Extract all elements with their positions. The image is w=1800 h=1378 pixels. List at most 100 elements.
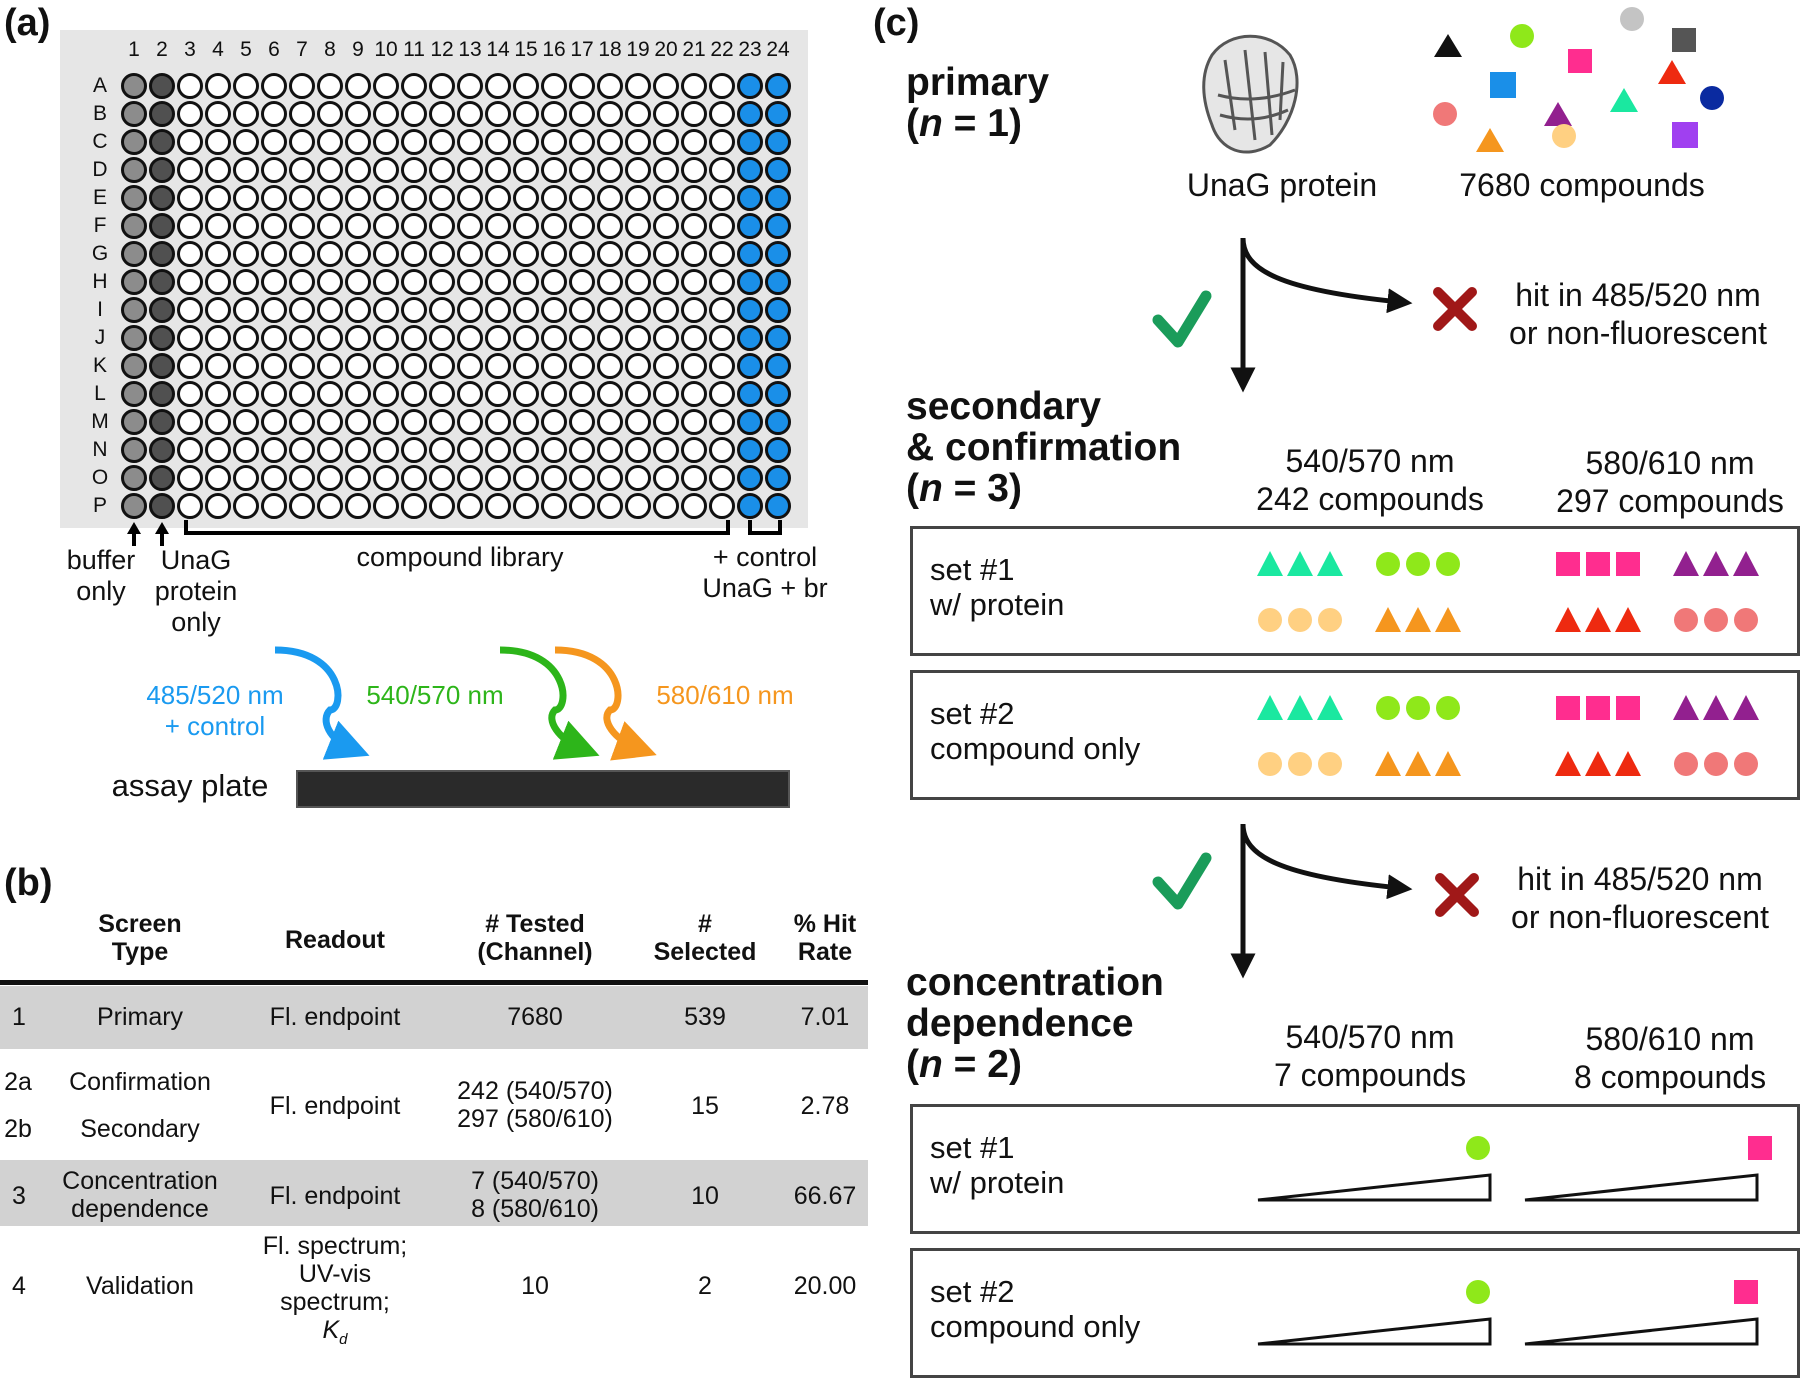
plate-well bbox=[541, 157, 567, 183]
plate-well bbox=[653, 353, 679, 379]
row4-type: Validation bbox=[86, 1272, 194, 1300]
circle-gray bbox=[1620, 7, 1644, 31]
compound-marker bbox=[1318, 608, 1342, 632]
compound-marker bbox=[1586, 696, 1610, 720]
plate-well bbox=[653, 185, 679, 211]
plate-well bbox=[513, 297, 539, 323]
plate-well bbox=[737, 129, 763, 155]
compound-marker bbox=[1734, 608, 1758, 632]
plate-well bbox=[513, 381, 539, 407]
plate-well bbox=[233, 381, 259, 407]
row1-readout: Fl. endpoint bbox=[269, 1003, 401, 1031]
plate-column-number: 24 bbox=[766, 38, 790, 61]
row2a-type: Confirmation bbox=[69, 1068, 211, 1096]
plate-well bbox=[317, 353, 343, 379]
plate-well bbox=[317, 101, 343, 127]
plate-well bbox=[681, 437, 707, 463]
plate-well bbox=[737, 409, 763, 435]
plate-well bbox=[289, 297, 315, 323]
plate-row-letter: J bbox=[94, 326, 106, 349]
plate-well bbox=[233, 213, 259, 239]
plate-well bbox=[317, 409, 343, 435]
plate-well bbox=[205, 353, 231, 379]
plate-well bbox=[317, 269, 343, 295]
plate-well bbox=[709, 185, 735, 211]
plate-row-letter: L bbox=[94, 382, 106, 405]
plate-well bbox=[597, 185, 623, 211]
compound-marker bbox=[1704, 752, 1728, 776]
plate-well bbox=[737, 185, 763, 211]
compound-marker bbox=[1555, 751, 1581, 776]
plate-well bbox=[289, 129, 315, 155]
plate-well bbox=[625, 325, 651, 351]
plate-well bbox=[569, 353, 595, 379]
protein-icon-primary bbox=[1202, 34, 1299, 154]
plate-well bbox=[345, 465, 371, 491]
plate-well bbox=[205, 325, 231, 351]
compound-marker bbox=[1615, 607, 1641, 632]
plate-well bbox=[177, 353, 203, 379]
plate-well bbox=[345, 157, 371, 183]
plate-well bbox=[625, 353, 651, 379]
plate-well bbox=[149, 157, 175, 183]
plate-well bbox=[485, 157, 511, 183]
plate-well bbox=[401, 381, 427, 407]
compound-marker bbox=[1376, 696, 1400, 720]
plate-well bbox=[709, 213, 735, 239]
row1-tested: 7680 bbox=[507, 1003, 563, 1031]
plate-well bbox=[149, 381, 175, 407]
plate-well bbox=[289, 185, 315, 211]
plate-well bbox=[569, 185, 595, 211]
triangle-orange bbox=[1476, 128, 1504, 152]
plate-well bbox=[121, 185, 147, 211]
plate-well bbox=[261, 381, 287, 407]
plate-well bbox=[429, 185, 455, 211]
row3-tested: 7 (540/570)8 (580/610) bbox=[471, 1167, 599, 1223]
plate-well bbox=[317, 465, 343, 491]
plate-well bbox=[261, 325, 287, 351]
triangle-purple bbox=[1544, 102, 1572, 126]
plate-well bbox=[121, 325, 147, 351]
compound-marker bbox=[1673, 551, 1699, 576]
arrow-580 bbox=[554, 646, 657, 761]
plate-well bbox=[681, 325, 707, 351]
plate-well bbox=[653, 409, 679, 435]
row2-tested: 242 (540/570)297 (580/610) bbox=[457, 1077, 613, 1133]
plate-well bbox=[709, 381, 735, 407]
plate-well bbox=[457, 213, 483, 239]
compound-marker bbox=[1616, 696, 1640, 720]
arrow-540 bbox=[499, 646, 600, 760]
plate-well bbox=[485, 437, 511, 463]
compound-marker bbox=[1406, 696, 1430, 720]
plate-well bbox=[429, 325, 455, 351]
plate-well bbox=[233, 409, 259, 435]
plate-well bbox=[765, 73, 791, 99]
row3-readout: Fl. endpoint bbox=[269, 1182, 401, 1210]
plate-well bbox=[261, 129, 287, 155]
compound-marker bbox=[1257, 695, 1283, 720]
plate-well bbox=[429, 381, 455, 407]
compound-marker bbox=[1704, 608, 1728, 632]
plate-well bbox=[401, 465, 427, 491]
plate-well bbox=[513, 409, 539, 435]
plate-well bbox=[429, 129, 455, 155]
plate-column-number: 15 bbox=[514, 38, 538, 61]
plate-row-letter: B bbox=[92, 102, 107, 125]
plate-well bbox=[177, 381, 203, 407]
plate-well bbox=[429, 437, 455, 463]
plate-well bbox=[149, 493, 175, 519]
plate-well bbox=[541, 297, 567, 323]
plate-well bbox=[597, 241, 623, 267]
plate-well bbox=[597, 297, 623, 323]
plate-well bbox=[457, 73, 483, 99]
conc-circle-set1 bbox=[1466, 1136, 1490, 1160]
plate-well bbox=[653, 269, 679, 295]
plate-well bbox=[177, 185, 203, 211]
plate-row-letter: F bbox=[93, 214, 107, 237]
plate-well bbox=[541, 409, 567, 435]
plate-well bbox=[401, 73, 427, 99]
